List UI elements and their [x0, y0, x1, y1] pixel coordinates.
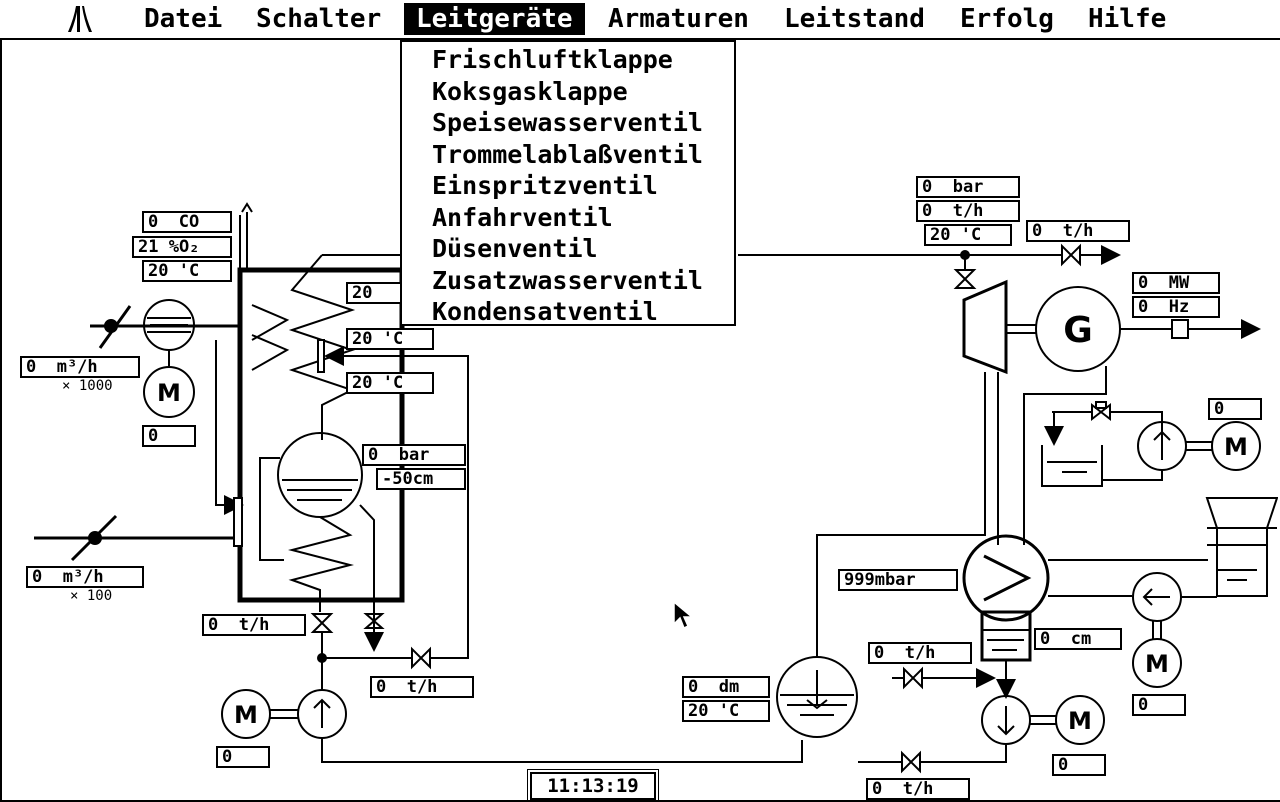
condenser-pressure-readout[interactable]: 999mbar: [838, 569, 958, 591]
feedwater-flow-readout[interactable]: 0 t/h: [202, 614, 306, 636]
menu-leitgeraete[interactable]: Leitgeräte: [404, 3, 585, 35]
plant-workspace: M M G M M M: [0, 40, 1280, 802]
makeup-water-flow-readout[interactable]: 0 t/h: [868, 642, 972, 664]
feed-pump-motor-readout[interactable]: 0: [216, 746, 270, 768]
flue-temp-readout[interactable]: 20 'C: [142, 260, 232, 282]
hotwell-level-readout[interactable]: 0 cm: [1034, 628, 1122, 650]
air-fan-icon[interactable]: [143, 299, 195, 366]
menu-leitstand[interactable]: Leitstand: [784, 4, 925, 34]
superheater-coil: [288, 254, 356, 440]
steam-flow-readout[interactable]: 0 t/h: [916, 200, 1020, 222]
fan-motor-icon[interactable]: [143, 366, 195, 418]
deaerator-level-readout[interactable]: 0 dm: [682, 676, 770, 698]
drum-drain: [359, 504, 384, 652]
cooling-water-pump-motor-label: M: [1145, 650, 1169, 678]
steam-turbine[interactable]: [962, 279, 1008, 375]
condensate-valve-icon[interactable]: [901, 750, 921, 774]
cooling-water-pump-icon[interactable]: [1132, 572, 1182, 622]
evaporator-coil: [288, 516, 354, 612]
cooling-water-pump-motor-icon[interactable]: [1132, 638, 1182, 688]
menu-schalter[interactable]: Schalter: [256, 4, 382, 34]
fan-motor-readout[interactable]: 0: [142, 425, 196, 447]
cooling-water-pump-motor-readout[interactable]: 0: [1132, 694, 1186, 716]
mouse-cursor-icon: [673, 600, 694, 630]
menu-item-anfahrventil[interactable]: Anfahrventil: [432, 202, 613, 232]
grid-breaker-icon[interactable]: [1171, 319, 1189, 339]
cooling-valve-icon[interactable]: [1091, 401, 1111, 422]
injection-line: [324, 346, 469, 628]
drum-pressure-readout[interactable]: 0 bar: [362, 444, 466, 466]
bypass-flow-readout[interactable]: 0 t/h: [370, 676, 474, 698]
gas-flow-readout[interactable]: 0 m³/h: [26, 566, 144, 588]
economizer-coil: [251, 304, 290, 371]
downcomer: [259, 457, 284, 561]
menu-armaturen[interactable]: Armaturen: [608, 4, 749, 34]
air-flow-readout[interactable]: 0 m³/h: [20, 356, 140, 378]
feed-pump-motor-label: M: [234, 701, 258, 729]
menu-hilfe[interactable]: Hilfe: [1088, 4, 1167, 34]
leitgeraete-dropdown: Frischluftklappe Koksgasklappe Speisewas…: [400, 40, 736, 326]
cooling-water-line: [1023, 366, 1163, 545]
menu-item-koksgasklappe[interactable]: Koksgasklappe: [432, 76, 628, 106]
superheater-temp-2-readout[interactable]: 20 'C: [346, 328, 434, 350]
steam-inlet-valve-icon[interactable]: [953, 269, 977, 289]
deaerator-tank[interactable]: [776, 656, 858, 738]
menu-item-frischluftklappe[interactable]: Frischluftklappe: [432, 45, 673, 74]
cooling-pump-motor-label: M: [1224, 433, 1248, 461]
superheater-temp-1-readout[interactable]: 20: [346, 282, 404, 304]
feedwater-valve-icon[interactable]: [310, 613, 334, 633]
menu-item-zusatzwasserventil[interactable]: Zusatzwasserventil: [432, 265, 703, 295]
flue-o2-readout[interactable]: 21 %O₂: [132, 236, 232, 258]
cooling-basin: [1041, 445, 1103, 487]
menu-item-trommelablassventil[interactable]: Trommelablaßventil: [432, 139, 703, 169]
generator-label: G: [1063, 310, 1093, 351]
steam-drum[interactable]: [277, 432, 363, 518]
feed-pump-icon[interactable]: [297, 689, 347, 739]
flue-co-readout[interactable]: 0 CO: [142, 211, 232, 233]
flue-stack: [239, 202, 253, 272]
bypass-steam-flow-readout[interactable]: 0 t/h: [1026, 220, 1130, 242]
menu-item-kondensatventil[interactable]: Kondensatventil: [432, 297, 658, 326]
menu-item-duesenventil[interactable]: Düsenventil: [432, 234, 598, 263]
generator-freq-readout[interactable]: 0 Hz: [1132, 296, 1220, 318]
gas-flow-factor: × 100: [70, 588, 113, 604]
cooling-pump-motor-icon[interactable]: [1211, 421, 1261, 471]
generator-power-readout[interactable]: 0 MW: [1132, 272, 1220, 294]
bypass-steam-valve-icon[interactable]: [1061, 243, 1081, 267]
drum-drain-valve-icon[interactable]: [363, 613, 385, 629]
menu-item-speisewasserventil[interactable]: Speisewasserventil: [432, 108, 703, 137]
condensate-flow-readout[interactable]: 0 t/h: [866, 778, 970, 800]
steam-pressure-readout[interactable]: 0 bar: [916, 176, 1020, 198]
atari-logo-icon[interactable]: [64, 4, 96, 34]
condenser-icon[interactable]: [962, 534, 1050, 622]
bypass-valve-icon[interactable]: [411, 646, 431, 670]
plant-diagram: M M G M M M: [34, 202, 1278, 774]
makeup-tank: [1205, 497, 1278, 597]
condensate-pump-motor-label: M: [1068, 707, 1092, 735]
air-flow-factor: × 1000: [62, 378, 113, 394]
condensate-pump-motor-icon[interactable]: [1055, 695, 1105, 745]
menu-bar: Datei Schalter Leitgeräte Armaturen Leit…: [0, 0, 1280, 40]
condensate-pump-icon[interactable]: [981, 695, 1031, 745]
drum-level-readout[interactable]: -50cm: [376, 468, 466, 490]
steam-temp-readout[interactable]: 20 'C: [924, 224, 1012, 246]
superheater-temp-3-readout[interactable]: 20 'C: [346, 372, 434, 394]
condensate-pump-motor-readout[interactable]: 0: [1052, 754, 1106, 776]
deaerator-temp-readout[interactable]: 20 'C: [682, 700, 770, 722]
menu-erfolg[interactable]: Erfolg: [960, 4, 1054, 34]
feedwater-return: [321, 738, 1007, 763]
menu-datei[interactable]: Datei: [144, 4, 223, 34]
makeup-water-valve-icon[interactable]: [903, 666, 923, 690]
clock-display: 11:13:19: [527, 769, 659, 802]
menu-item-einspritzventil[interactable]: Einspritzventil: [432, 171, 658, 200]
gas-duct: [34, 497, 243, 562]
feed-pump-motor-icon[interactable]: [221, 689, 271, 739]
fan-motor-label: M: [157, 379, 181, 407]
cooling-pump-motor-readout[interactable]: 0: [1208, 398, 1262, 420]
